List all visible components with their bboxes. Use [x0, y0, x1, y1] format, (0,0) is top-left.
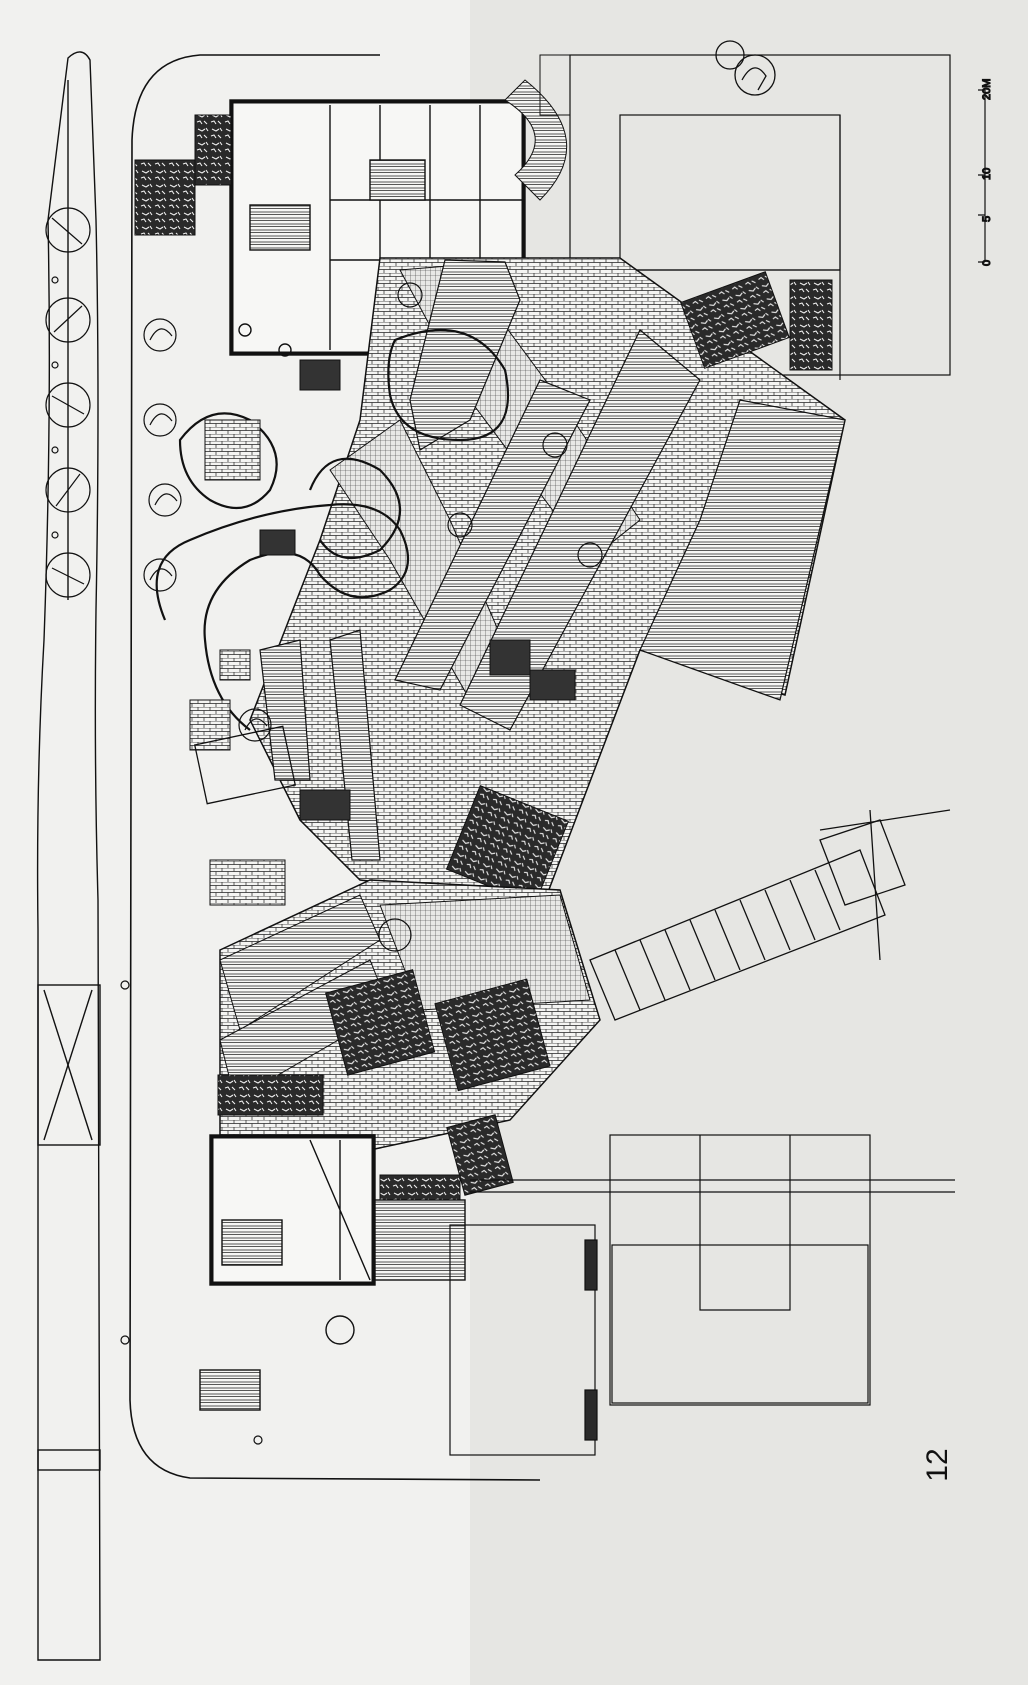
planting-bed-plaza-1	[680, 271, 790, 369]
walkway-stripes-6	[259, 639, 311, 781]
car-symbols-top	[715, 40, 776, 96]
planting-bed-top-left-1	[194, 114, 232, 186]
planting-bed-lower-4	[446, 1114, 514, 1196]
walkway-stripes-1	[409, 259, 521, 451]
lower-right-block	[449, 1134, 955, 1456]
scale-tick-5: 5	[981, 216, 993, 222]
bollards	[51, 276, 263, 1445]
pergola-frame	[193, 725, 297, 805]
walkway-stripes-4	[639, 399, 846, 701]
scale-tick-20m: 20M	[981, 79, 993, 100]
scale-tick-10: 10	[981, 168, 993, 180]
walkway-stripes-5	[329, 629, 381, 861]
ramp-top	[539, 54, 571, 116]
scattered-paving	[189, 359, 576, 906]
ramp-curve	[504, 79, 568, 201]
scale-tick-0: 0	[981, 260, 993, 266]
planting-bed-lower-2	[434, 978, 551, 1092]
page-number: 12	[921, 1448, 954, 1482]
walkway-stripes-2	[394, 379, 591, 691]
building-lower-left	[199, 1134, 466, 1411]
planting-bed-plaza-2	[789, 279, 833, 371]
street-tree-circles	[45, 207, 91, 598]
planting-bed-lower-3	[217, 1074, 324, 1116]
loop-paths	[155, 328, 510, 731]
street-strip	[36, 51, 101, 1661]
footbridge	[589, 809, 951, 1021]
sidewalk-curb	[129, 54, 541, 1481]
planting-bed-lower-1	[325, 969, 436, 1076]
walkway-stripes-3	[459, 329, 701, 731]
planting-bed-top-left-2	[134, 159, 196, 236]
scale-bar: 20M 10 5 0	[978, 78, 994, 267]
